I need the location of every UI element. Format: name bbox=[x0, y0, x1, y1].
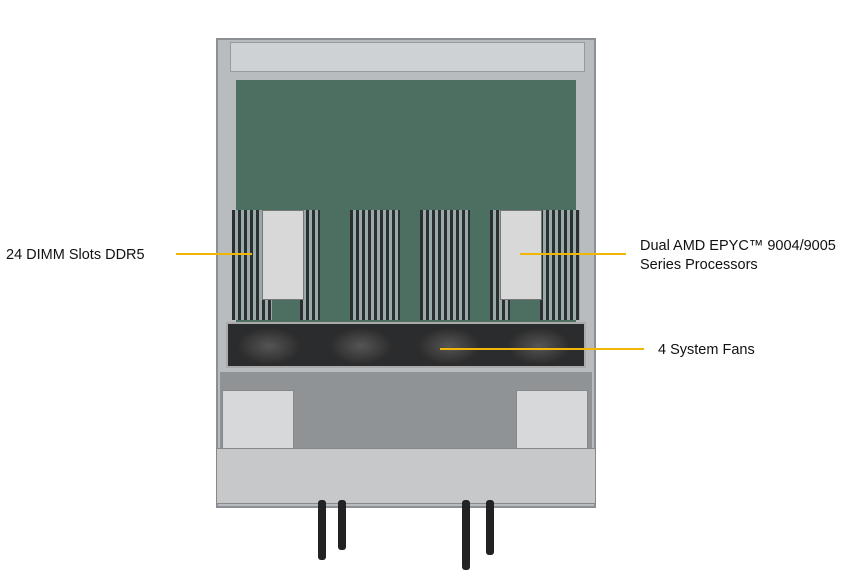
power-supply bbox=[222, 390, 294, 450]
front-panel bbox=[216, 448, 596, 504]
fan bbox=[508, 328, 570, 364]
cable bbox=[486, 500, 494, 555]
dimm-bank bbox=[420, 210, 470, 320]
cable bbox=[338, 500, 346, 550]
fan bbox=[238, 328, 300, 364]
cable bbox=[318, 500, 326, 560]
dimm-bank bbox=[300, 210, 320, 320]
callout-fans: 4 System Fans bbox=[658, 342, 755, 358]
rear-io-bracket bbox=[230, 42, 585, 72]
cpu-heatsink bbox=[262, 210, 304, 300]
dimm-bank bbox=[350, 210, 400, 320]
fan bbox=[330, 328, 392, 364]
power-supply bbox=[516, 390, 588, 450]
dimm-bank bbox=[540, 210, 580, 320]
fan bbox=[418, 328, 480, 364]
callout-line-processors bbox=[520, 253, 626, 255]
cpu-heatsink bbox=[500, 210, 542, 300]
callout-processors-line2: Series Processors bbox=[640, 257, 758, 273]
cable bbox=[462, 500, 470, 570]
callout-processors-line1: Dual AMD EPYC™ 9004/9005 bbox=[640, 238, 836, 254]
callout-dimm: 24 DIMM Slots DDR5 bbox=[6, 247, 145, 263]
callout-line-fans bbox=[440, 348, 644, 350]
callout-line-dimm bbox=[176, 253, 252, 255]
